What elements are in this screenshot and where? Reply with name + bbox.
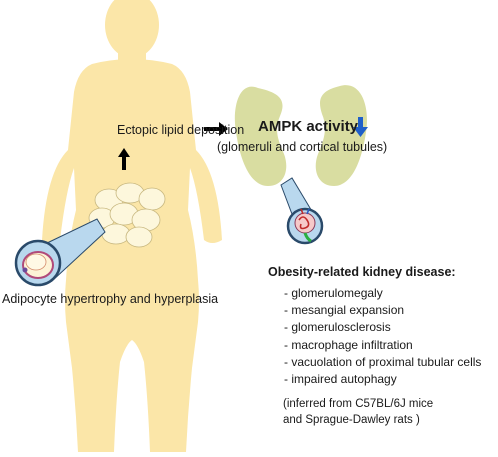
adipocyte-label: Adipocyte hypertrophy and hyperplasia	[2, 292, 219, 306]
ampk-activity-title: AMPK activity	[258, 118, 359, 135]
adipocyte-magnifier	[14, 218, 106, 287]
source-note-line2: and Sprague-Dawley rats )	[283, 414, 420, 426]
list-item: - mesangial expansion	[284, 303, 405, 318]
up-arrow-icon	[118, 148, 130, 170]
glomerulus-magnifier	[280, 177, 324, 245]
ampk-location-label: (glomeruli and cortical tubules)	[217, 140, 388, 154]
list-item: - macrophage infiltration	[284, 337, 413, 352]
right-arrow-icon	[204, 122, 228, 136]
list-item: - glomerulosclerosis	[284, 320, 391, 335]
list-item: - impaired autophagy	[284, 372, 397, 387]
findings-list: - glomerulomegaly - mesangial expansion …	[284, 285, 481, 388]
orkd-heading: Obesity-related kidney disease:	[268, 265, 456, 279]
down-arrow-icon	[353, 117, 368, 137]
list-item: - glomerulomegaly	[284, 286, 383, 300]
human-body-silhouette	[42, 0, 222, 452]
kidney-right	[315, 85, 367, 186]
ectopic-lipid-label: Ectopic lipid deposition	[117, 123, 245, 137]
kidney-left	[234, 86, 287, 186]
list-item: - vacuolation of proximal tubular cells	[284, 354, 482, 369]
source-note-line1: (inferred from C57BL/6J mice	[283, 398, 434, 410]
